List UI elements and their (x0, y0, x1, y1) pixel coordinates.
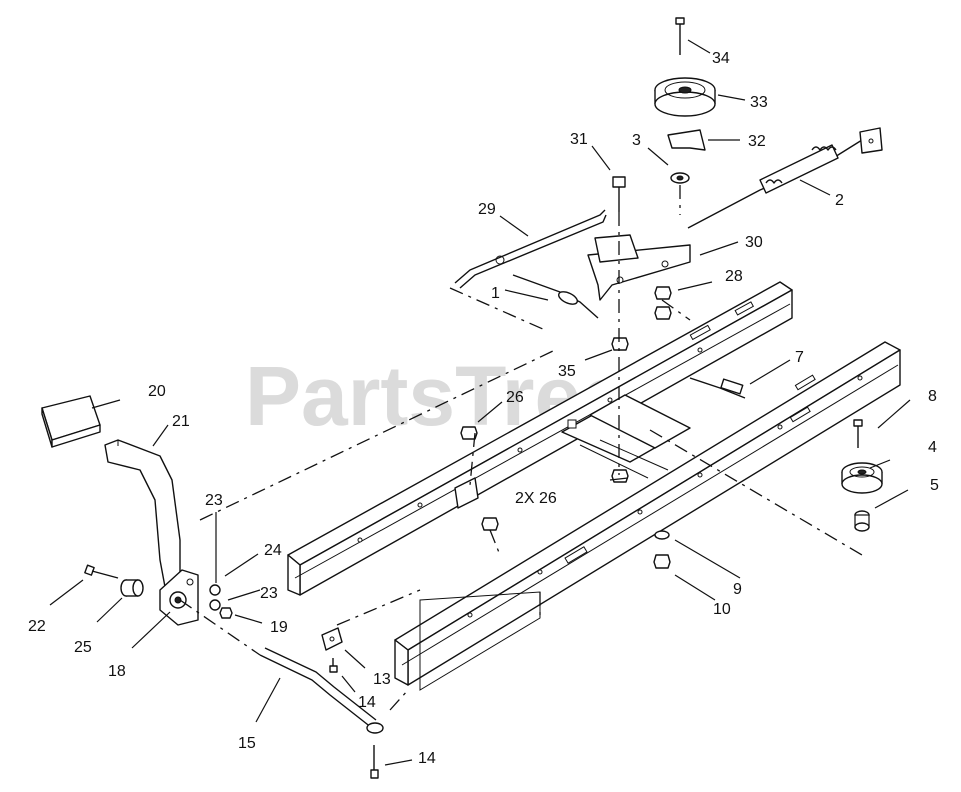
pedal-bolt (84, 564, 119, 579)
nut-19 (219, 607, 233, 619)
callout-15: 15 (238, 735, 256, 752)
callout-19: 19 (270, 619, 288, 636)
assembly-centerlines (179, 185, 863, 711)
spring (512, 274, 599, 319)
pedal-arm (104, 439, 181, 604)
callout-2: 2 (835, 192, 844, 209)
shoulder-bolt (612, 176, 626, 212)
pulley-bolt (675, 17, 685, 55)
callout-29: 29 (478, 201, 496, 218)
idler-pulley-upper (654, 77, 716, 117)
callout-2x-26: 2X 26 (515, 490, 557, 507)
callout-13: 13 (373, 671, 391, 688)
callout-4: 4 (928, 439, 937, 456)
frame-right-rail (394, 341, 901, 686)
callout-23-upper: 23 (205, 492, 223, 509)
callout-20: 20 (148, 383, 166, 400)
washer-lower (654, 530, 670, 540)
callout-18: 18 (108, 663, 126, 680)
callout-8: 8 (928, 388, 937, 405)
callout-7: 7 (795, 349, 804, 366)
pulley-bracket (667, 129, 706, 151)
idler-bracket (587, 234, 691, 301)
clutch-cable (689, 377, 746, 399)
callout-34: 34 (712, 50, 730, 67)
frame-left-rail (287, 281, 793, 596)
callout-22: 22 (28, 618, 46, 635)
callout-23-lower: 23 (260, 585, 278, 602)
callout-1: 1 (491, 285, 500, 302)
bushing (120, 579, 144, 597)
callout-14-lower: 14 (418, 750, 436, 767)
callout-33: 33 (750, 94, 768, 111)
rod-clip (321, 627, 343, 651)
tension-rod (687, 127, 883, 229)
frame-skirt-plate (419, 591, 541, 691)
nut-lower (653, 554, 671, 569)
callout-30: 30 (745, 234, 763, 251)
callout-21: 21 (172, 413, 190, 430)
rod-bolt (370, 745, 379, 779)
clip-bolt (329, 658, 338, 673)
nut-frame (481, 517, 499, 531)
washer-23b (209, 599, 221, 611)
callout-32: 32 (748, 133, 766, 150)
rail-bracket (454, 477, 479, 509)
idler-bolt-lower (853, 419, 863, 448)
callout-31: 31 (570, 131, 588, 148)
nut-26-pair (611, 469, 629, 483)
spacer (854, 510, 870, 532)
nut-upper (654, 286, 672, 300)
callout-35: 35 (558, 363, 576, 380)
callout-5: 5 (930, 477, 939, 494)
callout-24: 24 (264, 542, 282, 559)
callout-25: 25 (74, 639, 92, 656)
callout-3: 3 (632, 132, 641, 149)
callout-leaders (49, 39, 911, 766)
pedal-pad (41, 395, 101, 448)
callout-26: 26 (506, 389, 524, 406)
callout-28: 28 (725, 268, 743, 285)
brake-rod (454, 209, 607, 289)
callout-labels: 1 2 3 4 5 7 8 9 10 13 14 15 18 19 20 21 … (28, 50, 939, 767)
pivot-bracket (159, 569, 199, 626)
nut-35 (611, 337, 629, 351)
frame-cross-members (561, 394, 691, 479)
callout-9: 9 (733, 581, 742, 598)
nut-upper-2 (654, 306, 672, 320)
idler-pulley-lower (841, 462, 883, 494)
control-rod (259, 647, 384, 734)
washer-23 (209, 584, 221, 596)
callout-14-upper: 14 (358, 694, 376, 711)
callout-10: 10 (713, 601, 731, 618)
